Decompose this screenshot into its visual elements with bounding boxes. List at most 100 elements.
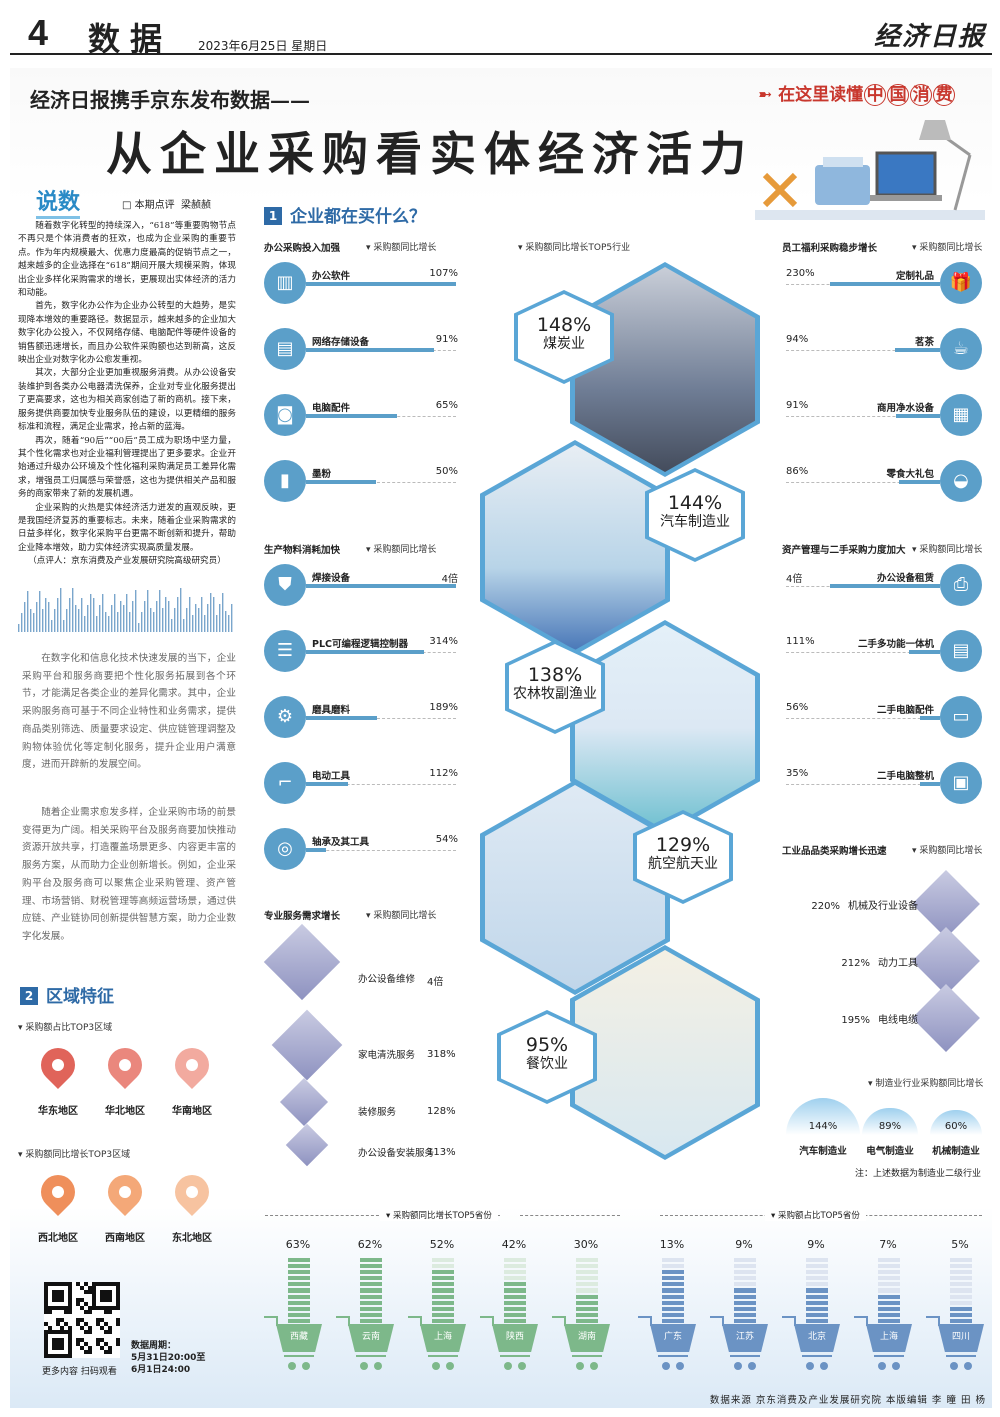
- stack-segment: [878, 1264, 900, 1269]
- stack-segment: [662, 1257, 684, 1263]
- assets-group-title: 资产管理与二手采购力度加大: [782, 545, 906, 556]
- kicker: 经济日报携手京东发布数据——: [30, 88, 310, 112]
- stack-segment: [878, 1294, 900, 1299]
- bar-track: [786, 350, 936, 351]
- stack-segment: [662, 1318, 684, 1323]
- stack-segment: [878, 1318, 900, 1323]
- stack-segment: [360, 1257, 382, 1263]
- stack-segment: [878, 1306, 900, 1311]
- memory-icon: ▭: [940, 696, 982, 738]
- stack-segment: [432, 1300, 454, 1305]
- stack-segment: [950, 1318, 972, 1323]
- stack-segment: [360, 1294, 382, 1299]
- stack-segment: [806, 1257, 828, 1263]
- wave-bar: [156, 601, 158, 632]
- stack-segment: [662, 1276, 684, 1281]
- wave-bar: [219, 604, 221, 632]
- province-value: 9%: [735, 1238, 753, 1251]
- item-name: 轴承及其工具: [312, 837, 370, 848]
- wave-bar: [198, 608, 200, 632]
- top5-industries-title: 采购额同比增长TOP5行业: [518, 240, 630, 253]
- cart-base: [946, 1355, 976, 1357]
- wave-bar: [72, 588, 74, 632]
- wave-bar: [183, 619, 185, 632]
- industrial-item: 220%机械及行业设备: [811, 897, 918, 912]
- province-value: 5%: [951, 1238, 969, 1251]
- province-name: 上海: [866, 1324, 912, 1352]
- cart-handle: [552, 1316, 566, 1326]
- series-char: 中: [864, 84, 887, 106]
- stack-segment: [360, 1264, 382, 1269]
- item-name: 电脑配件: [312, 403, 351, 414]
- stack-segment: [950, 1270, 972, 1275]
- stack-segment: [288, 1294, 310, 1299]
- teapot-icon: ☕: [940, 328, 982, 370]
- divider: [520, 1215, 620, 1216]
- item-name: 机械及行业设备: [848, 901, 918, 912]
- cart-wheel: [676, 1362, 684, 1370]
- issue-date: 2023年6月25日 星期日: [198, 39, 328, 53]
- stack-segment: [360, 1282, 382, 1287]
- gift-icon: 🎁: [940, 262, 982, 304]
- wave-bar: [33, 613, 35, 632]
- stack-segment: [360, 1300, 382, 1305]
- stack-segment: [806, 1312, 828, 1317]
- wave-bar: [159, 590, 161, 632]
- province-name: 四川: [938, 1324, 984, 1352]
- item-value: 212%: [841, 958, 870, 969]
- cart-handle: [638, 1316, 652, 1326]
- cart-stack: [576, 1257, 598, 1323]
- list-item: ☕94%茗茶: [786, 328, 982, 372]
- stack-segment: [576, 1318, 598, 1323]
- stack-segment: [576, 1282, 598, 1287]
- region-name: 华东地区: [38, 1106, 78, 1117]
- wave-bar: [36, 602, 38, 632]
- cart-stack: [950, 1257, 972, 1323]
- industry-growth-value: 138%: [527, 664, 583, 686]
- manufacturing-note: 注：上述数据为制造业二级行业: [855, 1169, 982, 1179]
- province-cart: 42%陕西: [480, 1238, 544, 1378]
- stack-segment: [806, 1288, 828, 1293]
- wave-bar: [54, 609, 56, 632]
- industry-illustration-hex: [570, 262, 760, 477]
- province-name: 云南: [348, 1324, 394, 1352]
- bar-track: [786, 718, 936, 719]
- item-name: 焊接设备: [312, 573, 351, 584]
- stack-segment: [806, 1264, 828, 1269]
- service-name: 装修服务: [358, 1107, 397, 1118]
- cart-wheel: [576, 1362, 584, 1370]
- wave-bar: [51, 620, 53, 632]
- stack-segment: [806, 1294, 828, 1299]
- stack-segment: [288, 1270, 310, 1275]
- item-value: 91%: [435, 334, 458, 345]
- wave-bar: [174, 608, 176, 632]
- decorative-bars: [18, 588, 233, 632]
- item-value: 111%: [786, 636, 815, 647]
- stack-segment: [504, 1264, 526, 1269]
- wave-bar: [129, 612, 131, 632]
- wave-bar: [216, 615, 218, 632]
- title-text: 采购额占比TOP5省份: [777, 1211, 860, 1221]
- stack-segment: [360, 1306, 382, 1311]
- stack-segment: [950, 1312, 972, 1317]
- section-title-text: 企业都在买什么？: [290, 207, 426, 227]
- stack-segment: [576, 1276, 598, 1281]
- industry-illustration: [575, 267, 755, 472]
- list-item: 🎁230%定制礼品: [786, 262, 982, 306]
- item-name: 办公软件: [312, 271, 351, 282]
- qr-code[interactable]: [44, 1282, 120, 1358]
- cart-wheel: [288, 1362, 296, 1370]
- wave-bar: [171, 619, 173, 632]
- province-name: 湖南: [564, 1324, 610, 1352]
- series-prefix: 在这里读懂: [778, 85, 864, 105]
- stack-segment: [288, 1264, 310, 1269]
- newspaper-logo: 经济日报: [873, 22, 986, 52]
- stack-segment: [576, 1257, 598, 1263]
- wave-bar: [153, 612, 155, 632]
- arrow-icon: ➼: [758, 85, 779, 105]
- stack-segment: [288, 1257, 310, 1263]
- manufacturing-value: 144%: [808, 1121, 838, 1132]
- province-name: 北京: [794, 1324, 840, 1352]
